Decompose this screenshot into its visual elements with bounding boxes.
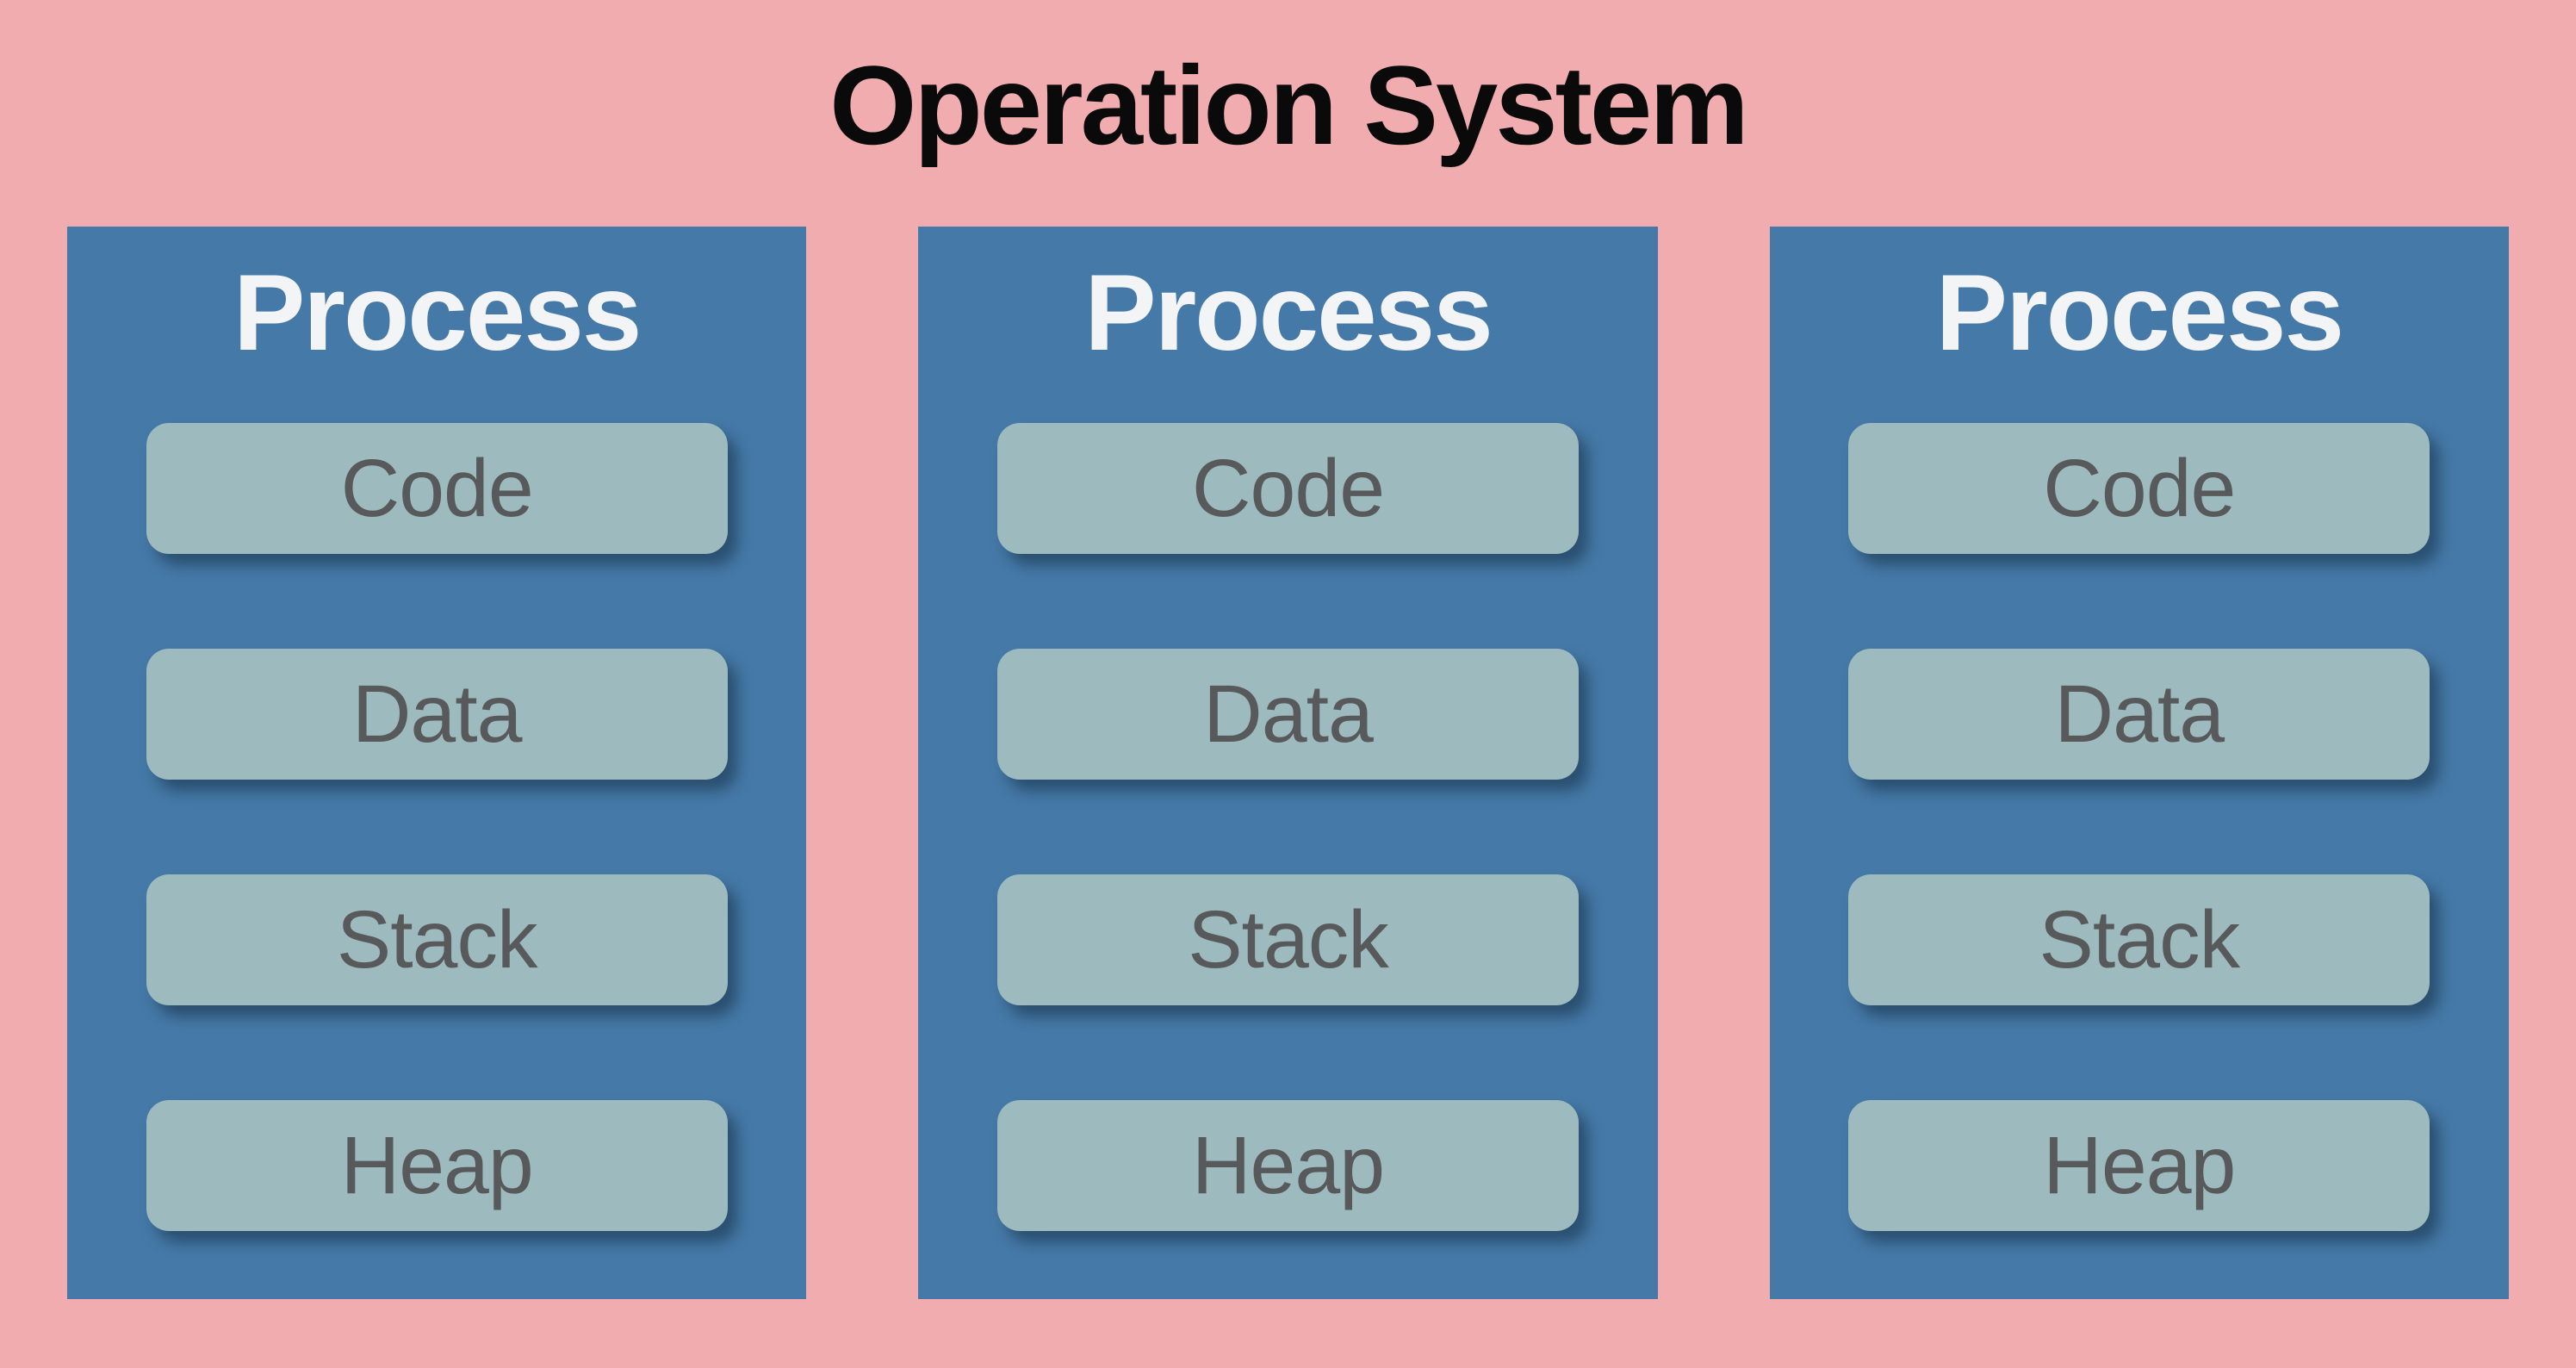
memory-block-code: Code: [146, 423, 728, 554]
memory-block-stack: Stack: [996, 874, 1579, 1005]
memory-block-heap: Heap: [996, 1100, 1579, 1231]
process-panel-row: Process Code Data Stack Heap Process Cod…: [67, 227, 2509, 1299]
process-panel-title: Process: [1935, 253, 2344, 373]
process-panel-title: Process: [1084, 253, 1493, 373]
process-panel-title: Process: [233, 253, 642, 373]
process-panel-3: Process Code Data Stack Heap: [1769, 227, 2509, 1299]
memory-block-code: Code: [1848, 423, 2430, 554]
memory-block-stack: Stack: [1848, 874, 2430, 1005]
diagram-title: Operation System: [829, 42, 1749, 168]
memory-block-code: Code: [996, 423, 1579, 554]
memory-block-data: Data: [996, 649, 1579, 780]
memory-block-list: Code Data Stack Heap: [1848, 423, 2430, 1231]
process-panel-2: Process Code Data Stack Heap: [918, 227, 1658, 1299]
process-panel-1: Process Code Data Stack Heap: [67, 227, 807, 1299]
memory-block-list: Code Data Stack Heap: [996, 423, 1579, 1231]
memory-block-heap: Heap: [146, 1100, 728, 1231]
memory-block-list: Code Data Stack Heap: [146, 423, 728, 1231]
memory-block-data: Data: [146, 649, 728, 780]
memory-block-stack: Stack: [146, 874, 728, 1005]
memory-block-data: Data: [1848, 649, 2430, 780]
memory-block-heap: Heap: [1848, 1100, 2430, 1231]
